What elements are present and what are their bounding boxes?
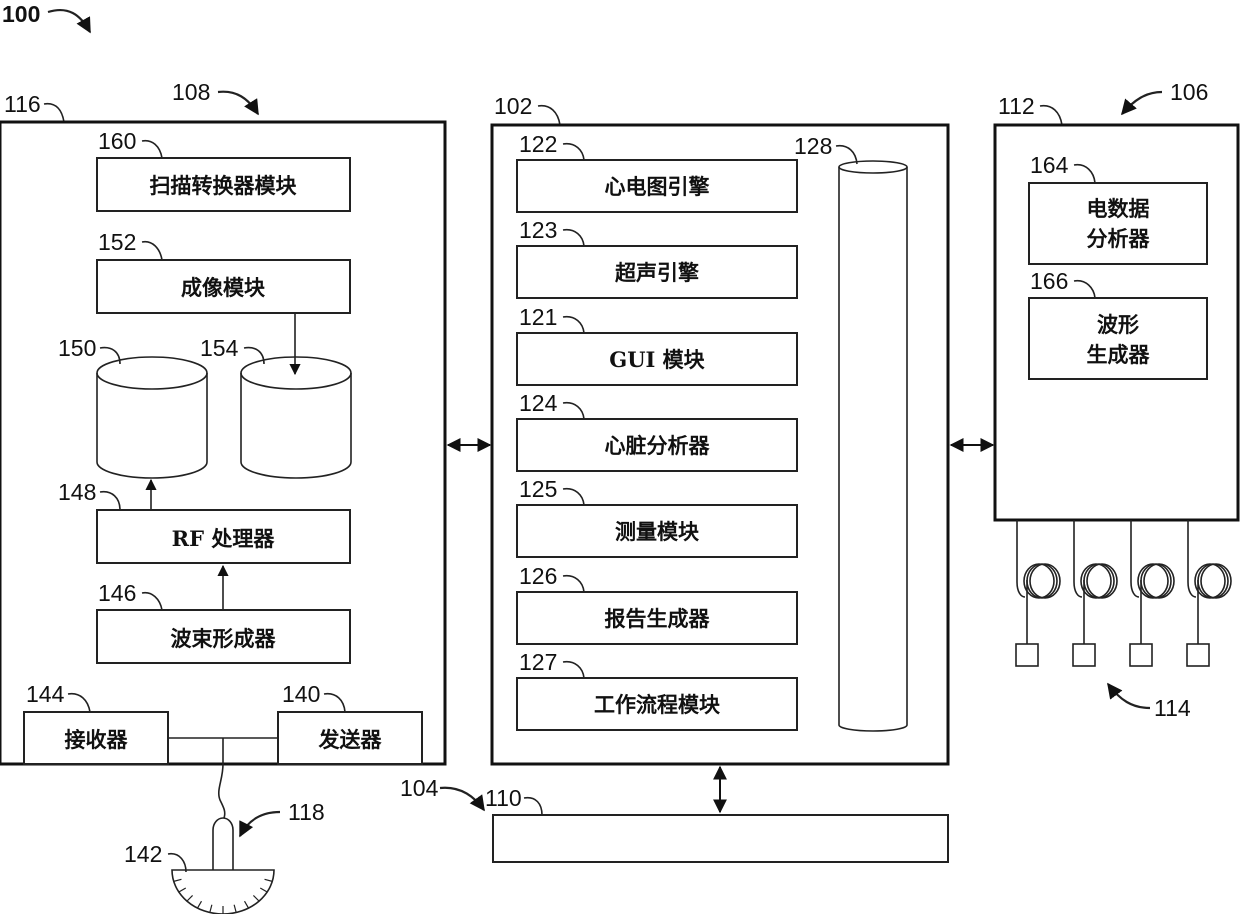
transducer-tick: [265, 879, 273, 881]
leader-102: [538, 106, 560, 125]
ref-102: 102: [494, 93, 532, 119]
ecg-lead: [1073, 520, 1117, 666]
figure-number: 100: [2, 1, 40, 27]
ecg-system: 112 106 164 电数据 分析器 166 波形 生成器 114: [995, 79, 1238, 721]
waveform-generator-label-1: 波形: [1097, 312, 1139, 337]
module-label: 超声引擎: [615, 260, 699, 285]
transducer-tick: [245, 901, 249, 908]
module-label: 心电图引擎: [605, 174, 710, 199]
ref-108: 108: [172, 79, 210, 105]
module-label: 报告生成器: [605, 606, 711, 631]
lead-coil-loop: [1084, 564, 1114, 598]
lead-coil-loop: [1144, 564, 1174, 598]
ref-112: 112: [998, 93, 1035, 119]
display: 104 110: [400, 775, 948, 862]
ref-144: 144: [26, 681, 65, 707]
ref-106: 106: [1170, 79, 1208, 105]
lead-coil-loop: [1138, 564, 1168, 598]
transducer-tick: [210, 905, 212, 913]
ref-152: 152: [98, 229, 136, 255]
lead-coil-loop: [1198, 564, 1228, 598]
ref-121: 121: [519, 304, 557, 330]
leader-110: [524, 798, 542, 815]
module-label: 工作流程模块: [594, 692, 721, 717]
waveform-generator-label-2: 生成器: [1087, 342, 1151, 367]
figure-pointer-arrow: [48, 10, 90, 32]
beamformer-label: 波束形成器: [171, 626, 277, 651]
controller: 102 122 心电图引擎 123 超声引擎 121GUI 模块 124 心脏分析器 125 测…: [492, 93, 948, 764]
transducer-tick: [187, 895, 193, 901]
ref-118: 118: [288, 799, 325, 825]
transducer-tick: [234, 905, 236, 913]
lead-coil-loop: [1027, 564, 1057, 598]
pointer-118: [240, 812, 280, 836]
ref-148: 148: [58, 479, 96, 505]
transducer-tick: [260, 888, 267, 892]
display-unit: [493, 815, 948, 862]
rf-processor-label: RF 处理器: [172, 526, 276, 551]
transducer-tick: [174, 879, 182, 881]
ref-104: 104: [400, 775, 439, 801]
module-label: 心脏分析器: [605, 433, 711, 458]
receiver-label: 接收器: [65, 727, 129, 752]
electrical-data-analyzer-label-1: 电数据: [1087, 196, 1150, 221]
electrical-data-analyzer-label-2: 分析器: [1087, 226, 1151, 251]
imaging-module-label: 成像模块: [181, 275, 266, 300]
lead-coil-loop: [1030, 564, 1060, 598]
ref-122: 122: [519, 131, 557, 157]
pointer-108: [218, 92, 258, 114]
ref-146: 146: [98, 580, 136, 606]
transducer-array-ticks: [174, 879, 273, 914]
ultrasound-system: 116 108 160 扫描转换器模块 152 成像模块 150 154 14: [0, 79, 445, 764]
ref-166: 166: [1030, 268, 1068, 294]
electrode-pad: [1016, 644, 1038, 666]
lead-coil-loop: [1081, 564, 1111, 598]
probe-cable: [219, 764, 225, 818]
ref-154: 154: [200, 335, 239, 361]
ecg-lead: [1130, 520, 1174, 666]
electrode-pad: [1073, 644, 1095, 666]
ref-127: 127: [519, 649, 557, 675]
ref-114: 114: [1154, 695, 1191, 721]
scan-converter-label: 扫描转换器模块: [150, 173, 298, 198]
leader-116: [44, 104, 64, 122]
ref-142: 142: [124, 841, 162, 867]
transducer-tick: [198, 901, 202, 908]
ref-128: 128: [794, 133, 832, 159]
module-label: GUI 模块: [609, 347, 705, 372]
electrode-pad: [1130, 644, 1152, 666]
lead-coil-loop: [1195, 564, 1225, 598]
ecg-lead: [1187, 520, 1231, 666]
transmitter-label: 发送器: [318, 727, 383, 752]
ref-110: 110: [485, 785, 522, 811]
lead-coil-loop: [1024, 564, 1054, 598]
ref-150: 150: [58, 335, 96, 361]
ecg-lead: [1016, 520, 1060, 666]
ref-123: 123: [519, 217, 557, 243]
ref-125: 125: [519, 476, 557, 502]
lead-coil-loop: [1087, 564, 1117, 598]
electrode-pad: [1187, 644, 1209, 666]
transducer-tick: [253, 895, 259, 901]
transducer-tick: [179, 888, 186, 892]
ecg-leads: [1016, 520, 1231, 666]
ref-160: 160: [98, 128, 136, 154]
pointer-104: [440, 788, 484, 810]
module-label: 测量模块: [615, 519, 700, 544]
pointer-114: [1108, 684, 1150, 708]
ref-164: 164: [1030, 152, 1069, 178]
ultrasound-probe: 118 142: [124, 764, 325, 914]
figure-ref-100: 100: [2, 1, 90, 32]
ref-126: 126: [519, 563, 557, 589]
ref-124: 124: [519, 390, 558, 416]
ref-140: 140: [282, 681, 320, 707]
ultrasound-housing: [0, 122, 445, 764]
leader-112: [1040, 106, 1062, 125]
lead-coil-loop: [1201, 564, 1231, 598]
probe-handle: [213, 818, 233, 870]
pointer-106: [1122, 92, 1162, 114]
lead-coil-loop: [1141, 564, 1171, 598]
ref-116: 116: [4, 91, 41, 117]
